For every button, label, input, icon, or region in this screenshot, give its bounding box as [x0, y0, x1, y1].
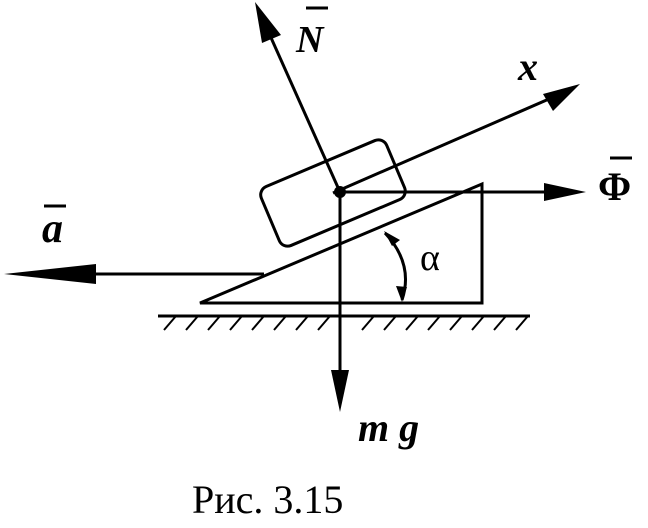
angle-label: α [420, 237, 440, 279]
normal-force-arrowhead [255, 2, 281, 43]
inertial-force-label: Φ [598, 164, 631, 209]
weight-arrowhead [331, 370, 349, 412]
ground [158, 314, 530, 331]
inertial-force-arrowhead [544, 183, 586, 201]
ground-hatching [163, 315, 529, 331]
normal-force-arrow [262, 21, 342, 193]
x-axis-arrowhead [543, 84, 580, 111]
acceleration-label: a [42, 206, 63, 252]
normal-force-label: N [295, 19, 325, 61]
force-origin-point [334, 186, 346, 198]
x-axis-label: x [517, 44, 538, 89]
weight-label: m g [358, 405, 419, 450]
angle-arc-arrow-bottom [396, 286, 407, 302]
acceleration-arrowhead [4, 264, 96, 284]
angle-arc-arrow-top [384, 231, 400, 246]
x-axis-arrow [332, 90, 566, 195]
figure-caption: Рис. 3.15 [192, 477, 343, 522]
